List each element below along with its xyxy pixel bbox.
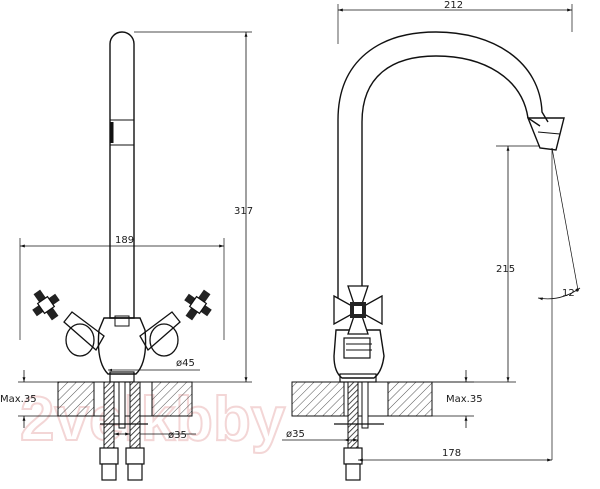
side-hoses — [334, 381, 384, 481]
side-view: 212 215 12° Max.35 ø35 178 — [282, 0, 581, 481]
side-spout-height-label: 215 — [496, 264, 515, 275]
front-mixer-body — [63, 311, 181, 383]
front-left-handle — [32, 289, 60, 321]
front-dimensions: 317 189 ø45 Max.35 ø35 — [0, 31, 253, 441]
front-base-diameter-label: ø45 — [176, 358, 195, 369]
front-view: 317 189 ø45 Max.35 ø35 — [0, 31, 253, 481]
side-mixer-body — [333, 329, 385, 383]
side-handle — [333, 285, 383, 335]
side-max-thickness-label: Max.35 — [446, 394, 483, 405]
side-reach-label: 212 — [444, 0, 463, 11]
side-countertop — [291, 381, 433, 417]
side-angle-label: 12° — [562, 288, 580, 299]
front-max-thickness-label: Max.35 — [0, 394, 37, 405]
side-hole-diameter-label: ø35 — [286, 429, 305, 440]
side-gooseneck-spout — [337, 31, 565, 310]
front-hoses — [99, 381, 148, 481]
front-height-label: 317 — [234, 206, 253, 217]
front-hole-diameter-label: ø35 — [168, 430, 187, 441]
front-width-label: 189 — [115, 235, 134, 246]
side-depth-label: 178 — [442, 448, 461, 459]
side-dimensions: 212 215 12° Max.35 ø35 178 — [282, 0, 581, 462]
front-right-handle — [184, 289, 212, 321]
front-spout-pipe — [109, 31, 135, 319]
front-countertop — [57, 381, 193, 417]
